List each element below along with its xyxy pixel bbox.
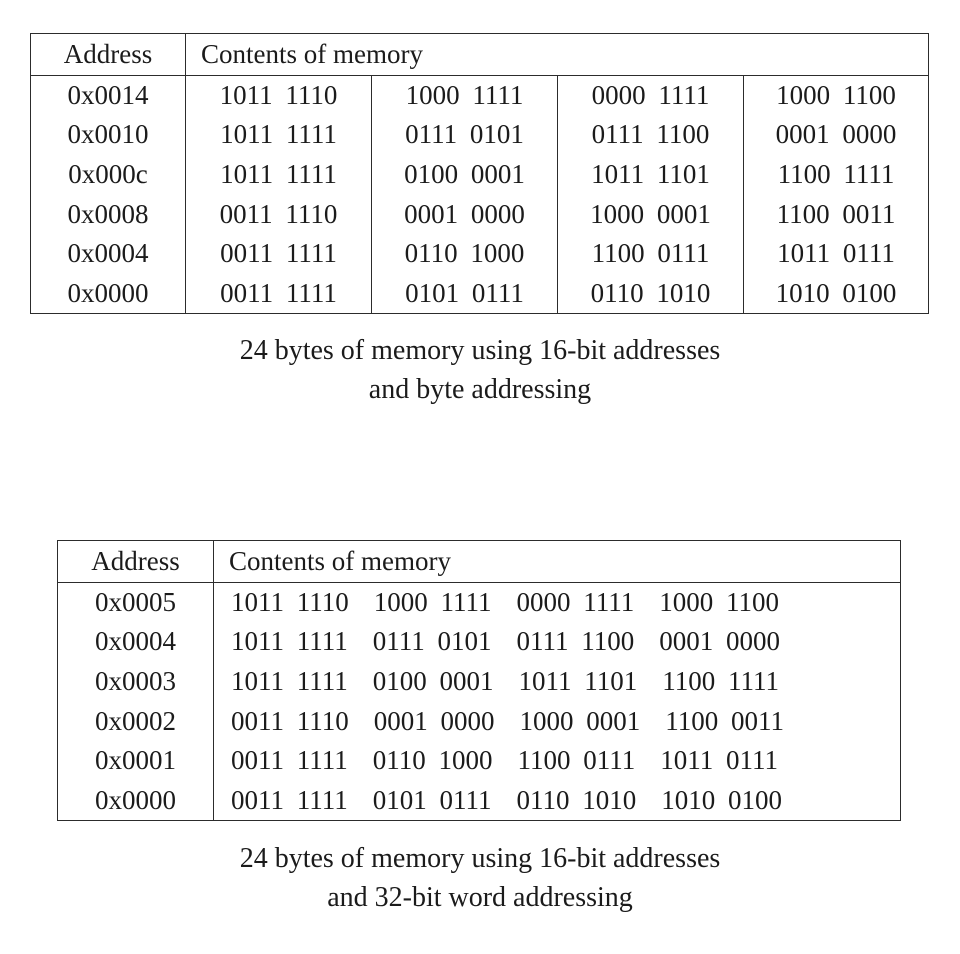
memory-rows: 0x0005 1011 1110 1000 1111 0000 1111 1000 11… xyxy=(57,582,901,821)
byte-group: 0111 1100 xyxy=(516,626,635,657)
memory-row: 0x0002 0011 1110 0001 0000 1000 0001 1100 00… xyxy=(57,701,901,741)
byte-cell: 0001 0000 xyxy=(371,194,558,234)
byte-group: 1000 1100 xyxy=(659,587,779,618)
byte-group: 0100 0001 xyxy=(372,665,494,696)
memory-row: 0x0003 1011 1111 0100 0001 1011 1101 1100 11… xyxy=(57,661,901,702)
contents-column-header: Contents of memory xyxy=(213,540,901,583)
contents-column-header: Contents of memory xyxy=(184,33,929,76)
address-cell: 0x0000 xyxy=(57,780,214,821)
address-column-header: Address xyxy=(30,33,186,76)
byte-cell: 1011 1110 xyxy=(185,75,372,116)
byte-cell: 0111 1100 xyxy=(557,115,744,155)
word-table-caption: 24 bytes of memory using 16-bit addresse… xyxy=(0,839,960,917)
byte-cell: 0100 0001 xyxy=(371,154,558,195)
byte-group: 1100 0011 xyxy=(665,705,784,736)
word-contents-cell: 0011 1111 0101 0111 0110 1010 1010 0100 xyxy=(214,780,901,820)
word-contents-cell: 0011 1111 0110 1000 1100 0111 1011 0111 xyxy=(214,741,901,781)
address-cell: 0x0003 xyxy=(57,661,214,702)
byte-cell: 1000 0001 xyxy=(557,194,744,234)
byte-cell: 1011 1111 xyxy=(185,115,372,155)
byte-cell: 0101 0111 xyxy=(371,273,558,314)
byte-cell: 0011 1111 xyxy=(185,233,372,274)
address-column-header: Address xyxy=(57,540,214,583)
byte-group: 0011 1111 xyxy=(231,784,348,815)
byte-cell: 1010 0100 xyxy=(742,273,929,314)
caption-line: 24 bytes of memory using 16-bit addresse… xyxy=(239,335,721,366)
byte-group: 0000 1111 xyxy=(516,587,635,618)
caption-line: and byte addressing xyxy=(368,374,592,405)
byte-cell: 1000 1111 xyxy=(371,75,558,116)
byte-cell: 1011 0111 xyxy=(742,233,929,274)
byte-table-caption: 24 bytes of memory using 16-bit addresse… xyxy=(0,331,960,409)
byte-group: 0111 0101 xyxy=(372,626,492,657)
byte-cell: 0000 1111 xyxy=(557,75,744,116)
byte-group: 0001 0000 xyxy=(373,705,495,736)
address-cell: 0x000c xyxy=(68,158,148,189)
byte-group: 0011 1110 xyxy=(231,705,349,736)
byte-group: 1000 1111 xyxy=(373,587,492,618)
byte-group: 1011 1111 xyxy=(231,626,348,657)
byte-cell: 1100 0011 xyxy=(742,194,929,234)
byte-addressing-memory-table: Address Contents of memory 0x0014 1011 11… xyxy=(30,33,930,314)
address-cell: 0x0010 xyxy=(67,119,149,150)
byte-cell: 1011 1101 xyxy=(557,154,744,195)
byte-group: 0001 0000 xyxy=(659,626,780,657)
byte-group: 1011 0111 xyxy=(660,745,778,776)
address-cell: 0x0002 xyxy=(57,701,214,741)
byte-group: 0101 0111 xyxy=(372,784,492,815)
memory-row: 0x0005 1011 1110 1000 1111 0000 1111 1000 11… xyxy=(57,582,901,623)
byte-cell: 0001 0000 xyxy=(742,115,929,155)
byte-cell: 1100 1111 xyxy=(742,154,929,195)
byte-cell: 0011 1110 xyxy=(185,194,372,234)
byte-group: 1100 0111 xyxy=(517,745,636,776)
address-cell: 0x0004 xyxy=(67,238,149,269)
byte-group: 1000 0001 xyxy=(519,705,641,736)
byte-cell: 1000 1100 xyxy=(742,75,929,116)
byte-group: 0110 1010 xyxy=(516,784,637,815)
word-contents-cell: 0011 1110 0001 0000 1000 0001 1100 0011 xyxy=(214,701,901,741)
byte-cell: 1011 1111 xyxy=(185,154,372,195)
byte-cell: 0111 0101 xyxy=(371,115,558,155)
address-cell: 0x0008 xyxy=(67,198,149,229)
address-cell: 0x0005 xyxy=(57,582,214,623)
byte-cell: 0110 1010 xyxy=(557,273,744,314)
table-header-row: Address Contents of memory xyxy=(30,33,929,76)
memory-row: 0x0001 0011 1111 0110 1000 1100 0111 1011 01… xyxy=(57,740,901,781)
byte-cell: 1100 0111 xyxy=(557,233,744,274)
byte-group: 0110 1000 xyxy=(372,745,493,776)
word-contents-cell: 1011 1110 1000 1111 0000 1111 1000 1100 xyxy=(214,583,901,623)
word-contents-cell: 1011 1111 0100 0001 1011 1101 1100 1111 xyxy=(214,662,901,702)
memory-row: 0x0004 1011 1111 0111 0101 0111 1100 0001 00… xyxy=(57,622,901,662)
byte-group: 1011 1101 xyxy=(518,665,638,696)
byte-cell: 0011 1111 xyxy=(185,273,372,314)
byte-group: 1100 1111 xyxy=(662,665,779,696)
byte-group: 0011 1111 xyxy=(231,745,348,776)
address-cell: 0x0001 xyxy=(57,740,214,781)
byte-group: 1011 1111 xyxy=(231,665,348,696)
caption-line: 24 bytes of memory using 16-bit addresse… xyxy=(239,843,721,874)
table-header-row: Address Contents of memory xyxy=(57,540,901,583)
address-cell: 0x0014 xyxy=(67,80,149,111)
byte-group: 1011 1110 xyxy=(231,587,349,618)
memory-row: 0x0000 0011 1111 0101 0111 0110 1010 1010 01… xyxy=(57,780,901,821)
word-contents-cell: 1011 1111 0111 0101 0111 1100 0001 0000 xyxy=(214,622,901,662)
caption-line: and 32-bit word addressing xyxy=(327,882,633,913)
address-cell: 0x0000 xyxy=(67,277,149,308)
byte-cell: 0110 1000 xyxy=(371,233,558,274)
byte-group: 1010 0100 xyxy=(661,784,782,815)
address-cell: 0x0004 xyxy=(57,622,214,662)
